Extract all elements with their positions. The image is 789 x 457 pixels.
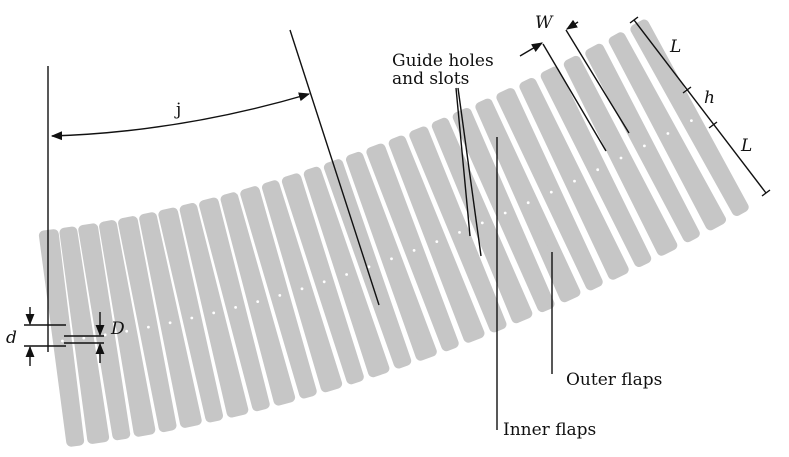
inner-flap (303, 166, 390, 378)
outer-flaps-label: Outer flaps (566, 370, 662, 390)
inner-flap (475, 98, 581, 303)
outer-flap (630, 19, 749, 216)
inner-flaps-label: Inner flaps (503, 420, 596, 440)
guide-hole (390, 257, 393, 261)
angle-j-arc (50, 92, 311, 141)
outer-flap (366, 143, 459, 352)
guide-hole (168, 321, 172, 325)
width-W-extension-left (542, 43, 607, 152)
guide-hole (256, 300, 260, 303)
guide-hole (573, 179, 576, 183)
D-label: D (110, 319, 125, 339)
guide-hole (367, 265, 371, 269)
guide-hole (643, 144, 646, 148)
outer-flap (323, 159, 412, 369)
guide-hole (549, 190, 553, 194)
outer-flap (38, 229, 85, 447)
guide-hole (61, 339, 64, 343)
inner-flap (608, 32, 726, 231)
inner-flap (563, 55, 678, 256)
inner-flap (519, 78, 629, 280)
inner-flap (220, 192, 296, 406)
guide-hole (526, 201, 530, 205)
guide-hole-pointer (455, 87, 471, 237)
guide-hole (234, 306, 238, 309)
guide-hole (212, 311, 216, 315)
inner-flap (99, 220, 156, 437)
outer-flap (585, 43, 700, 243)
length-tick-bottom (761, 189, 771, 197)
d-label: d (6, 328, 17, 348)
guide-hole (619, 156, 623, 160)
guide-hole (322, 280, 326, 284)
length-tick-h-start (682, 86, 692, 94)
inner-flap (139, 212, 202, 428)
rotated-reference-line (289, 29, 380, 306)
guide-hole (300, 287, 304, 291)
outer-flap (452, 108, 555, 313)
flap-array (38, 19, 749, 447)
guide-hole (690, 119, 693, 122)
width-W-extension-right (565, 29, 630, 134)
length-L-top-label: L (669, 37, 681, 57)
width-W-label: W (535, 13, 554, 33)
outer-flap (158, 207, 223, 423)
inner-flap (179, 203, 249, 418)
guide-hole (147, 325, 150, 329)
guide-hole (596, 168, 600, 172)
guide-hole (278, 294, 282, 297)
guide-hole (103, 333, 107, 337)
outer-flap (240, 186, 317, 399)
width-W-arrow-right (566, 19, 579, 30)
guide-holes-label-line2: and slots (392, 69, 469, 89)
inner-flap (388, 135, 485, 343)
guide-hole (503, 211, 507, 215)
outer-flap (496, 88, 603, 291)
outer-flap (199, 197, 270, 412)
guide-hole (190, 316, 194, 320)
outer-flap (118, 216, 177, 433)
angle-j-label: j (174, 100, 181, 120)
inner-flap (431, 117, 533, 324)
inner-flap (262, 180, 343, 393)
guide-hole (412, 249, 416, 252)
outer-flap (281, 173, 364, 385)
guide-hole (666, 132, 670, 135)
guide-hole (82, 336, 86, 340)
outer-flap (540, 66, 652, 267)
guide-hole (345, 273, 348, 276)
guide-hole (458, 231, 461, 234)
length-tick-top (629, 16, 639, 24)
length-dimension-line (633, 19, 767, 194)
guide-hole (125, 329, 129, 333)
inner-flap (59, 226, 110, 444)
outer-flap (409, 126, 507, 333)
width-W-arrow-left (519, 42, 543, 57)
guide-hole (435, 240, 439, 244)
guide-hole (480, 221, 484, 225)
length-L-bottom-label: L (740, 136, 752, 156)
guide-slot-pointer (457, 87, 482, 257)
guide-holes-label-line1: Guide holes (392, 51, 494, 71)
inner-flap (346, 151, 437, 361)
height-h-label: h (704, 88, 715, 108)
length-tick-h-end (708, 121, 718, 129)
